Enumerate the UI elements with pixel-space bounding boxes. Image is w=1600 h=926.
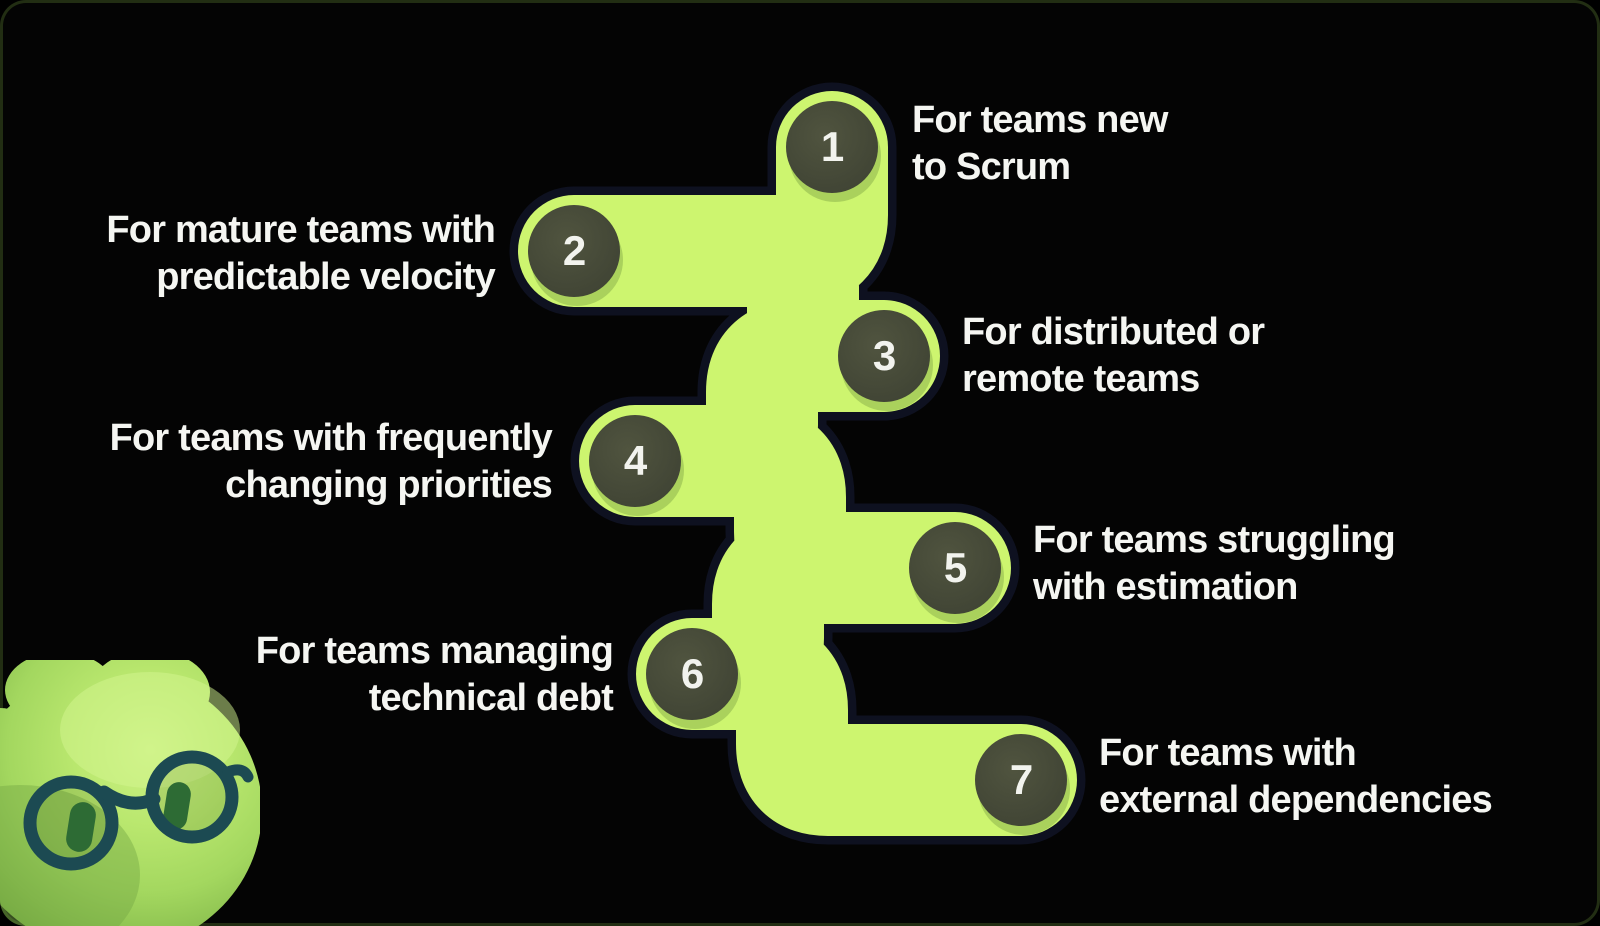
step-label-line: For distributed or	[962, 311, 1265, 353]
step-label-line: For teams struggling	[1033, 519, 1396, 561]
step-node-3	[838, 310, 930, 402]
glasses-icon	[23, 750, 254, 871]
step-number-7: 7	[1009, 756, 1033, 803]
step-label-1: For teams new to Scrum	[912, 97, 1168, 191]
step-label-line: For teams with frequently	[109, 417, 553, 459]
step-label-line: For teams new	[912, 99, 1168, 141]
step-label-line: remote teams	[962, 358, 1200, 400]
step-number-1: 1	[820, 123, 844, 170]
step-label-2: For mature teams with predictable veloci…	[106, 207, 495, 301]
step-label-3: For distributed or remote teams	[962, 309, 1265, 403]
mascot-icon	[0, 660, 260, 926]
step-label-line: with estimation	[1033, 566, 1298, 608]
step-number-6: 6	[680, 650, 704, 697]
eyes	[66, 782, 191, 852]
step-label-line: For teams managing	[255, 630, 614, 672]
step-node-1	[786, 101, 878, 193]
step-node-6	[646, 628, 738, 720]
step-nodes	[528, 101, 1067, 826]
step-label-7: For teams with external dependencies	[1099, 730, 1493, 824]
step-label-4: For teams with frequently changing prior…	[109, 415, 553, 509]
step-number-3: 3	[872, 332, 896, 379]
step-label-line: predictable velocity	[156, 256, 496, 298]
step-label-5: For teams struggling with estimation	[1033, 517, 1396, 611]
step-node-5	[909, 522, 1001, 614]
left-eye	[66, 802, 96, 852]
step-node-7	[975, 734, 1067, 826]
step-label-line: to Scrum	[912, 146, 1071, 188]
step-label-line: For mature teams with	[106, 209, 495, 251]
step-number-2: 2	[562, 227, 586, 274]
path-fill	[518, 91, 1077, 836]
step-number-5: 5	[943, 544, 967, 591]
step-node-2	[528, 205, 620, 297]
step-label-line: technical debt	[368, 677, 614, 719]
step-label-6: For teams managing technical debt	[255, 628, 614, 722]
step-label-line: For teams with	[1099, 732, 1357, 774]
step-label-line: external dependencies	[1099, 779, 1493, 821]
step-label-line: changing priorities	[225, 464, 553, 506]
step-node-4	[589, 415, 681, 507]
right-eye	[163, 782, 191, 830]
step-number-4: 4	[623, 437, 647, 484]
